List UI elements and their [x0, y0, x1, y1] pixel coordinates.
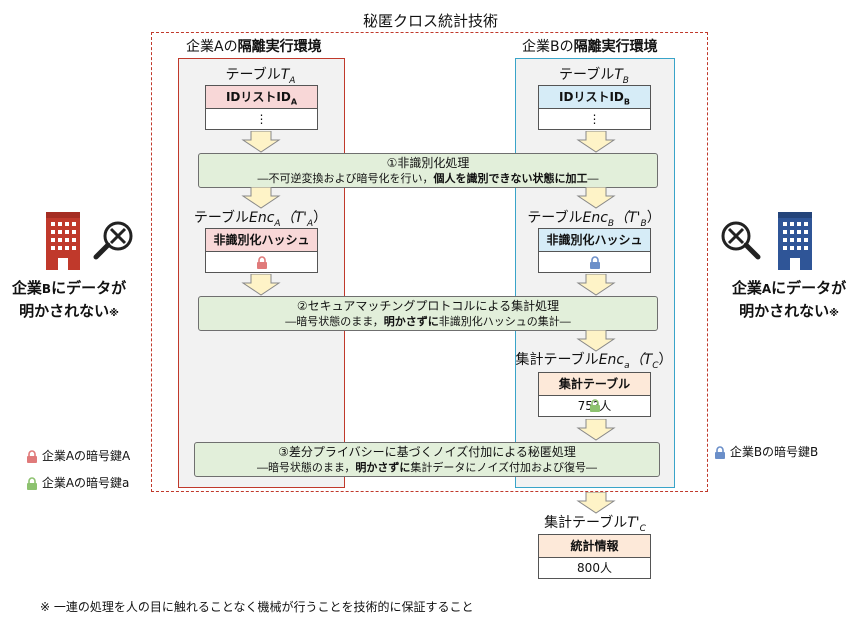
no-magnifier-icon [721, 221, 761, 260]
step2-title: ②セキュアマッチングプロトコルによる集計処理 [296, 299, 560, 313]
right-side-note: 企業Aにデータが 明かされない※ [731, 279, 847, 320]
lock-icon [256, 255, 267, 269]
table-b-label: テーブルTB [559, 67, 629, 86]
arrow-down-icon [576, 187, 616, 209]
enc-table-b: 非識別化ハッシュ [538, 228, 651, 273]
lock-icon [715, 445, 725, 459]
arrow-down-icon [576, 492, 616, 514]
lock-icon [27, 476, 37, 490]
env-a-label: 企業Aの隔離実行環境 [186, 39, 322, 55]
step3-process: ③差分プライバシーに基づくノイズ付加による秘匿処理 ―暗号状態のまま，明かさずに… [194, 442, 660, 477]
enc-a-body [206, 252, 317, 272]
arrow-down-icon [241, 274, 281, 296]
table-b-header: IDリストIDB [539, 86, 650, 109]
table-b: IDリストIDB ⋮ [538, 85, 651, 130]
arrow-down-icon [576, 419, 616, 441]
table-a: IDリストIDA ⋮ [205, 85, 318, 130]
legend-key-a-lower-text: 企業Aの暗号鍵a [41, 476, 130, 490]
table-b-body: ⋮ [588, 112, 601, 126]
enc-b-body [539, 252, 650, 272]
step1-process: ①非識別化処理 ―不可逆変換および暗号化を行い，個人を識別できない状態に加工― [198, 153, 658, 188]
step2-process: ②セキュアマッチングプロトコルによる集計処理 ―暗号状態のまま，明かさずに非識別… [198, 296, 658, 331]
agg-enc-body: 75?人 [539, 396, 650, 416]
building-icon [778, 212, 812, 270]
enc-a-label: テーブルEncA（T'A） [193, 210, 328, 229]
agg-enc-table: 集計テーブル 75?人 [538, 372, 651, 417]
lock-icon [590, 399, 600, 412]
step2-subtitle: ―暗号状態のまま，明かさずに非識別化ハッシュの集計― [285, 315, 571, 328]
legend-key-b: 企業Bの暗号鍵B [714, 443, 818, 460]
legend-key-b-text: 企業Bの暗号鍵B [729, 445, 819, 459]
left-side-note: 企業Bにデータが 明かされない※ [11, 279, 127, 320]
table-a-body: ⋮ [255, 112, 268, 126]
step3-title: ③差分プライバシーに基づくノイズ付加による秘匿処理 [278, 445, 576, 459]
diagram-title: 秘匿クロス統計技術 [362, 12, 498, 30]
enc-a-header: 非識別化ハッシュ [206, 229, 317, 252]
final-table: 統計情報 800人 [538, 534, 651, 579]
final-table-label: 集計テーブルT'C [544, 515, 646, 534]
lock-icon [27, 449, 37, 463]
agg-enc-header: 集計テーブル [539, 373, 650, 396]
arrow-down-icon [576, 330, 616, 352]
arrow-down-icon [576, 131, 616, 153]
step1-title: ①非識別化処理 [386, 156, 470, 170]
no-magnifier-icon [93, 221, 133, 260]
table-a-label: テーブルTA [225, 67, 296, 86]
footnote: ※ 一連の処理を人の目に触れることなく機械が行うことを技術的に保証すること [40, 600, 474, 614]
enc-b-label: テーブルEncB（T'B） [527, 210, 661, 229]
env-b-label: 企業Bの隔離実行環境 [522, 39, 658, 55]
lock-icon [589, 255, 600, 269]
final-value: 800人 [577, 561, 612, 575]
arrow-down-icon [576, 274, 616, 296]
enc-b-header: 非識別化ハッシュ [539, 229, 650, 252]
arrow-down-icon [241, 187, 281, 209]
final-header: 統計情報 [539, 535, 650, 558]
legend-key-a-upper: 企業Aの暗号鍵A [26, 447, 130, 464]
step3-subtitle: ―暗号状態のまま，明かさずに集計データにノイズ付加および復号― [256, 461, 598, 474]
legend-key-a-upper-text: 企業Aの暗号鍵A [41, 449, 131, 463]
agg-enc-label: 集計テーブルEnca（TC） [515, 352, 673, 371]
secure-boundary [151, 32, 708, 492]
legend-key-a-lower: 企業Aの暗号鍵a [26, 474, 129, 491]
building-icon [46, 212, 80, 270]
arrow-down-icon [241, 131, 281, 153]
table-a-header: IDリストIDA [206, 86, 317, 109]
enc-table-a: 非識別化ハッシュ [205, 228, 318, 273]
step1-subtitle: ―不可逆変換および暗号化を行い，個人を識別できない状態に加工― [257, 172, 599, 185]
